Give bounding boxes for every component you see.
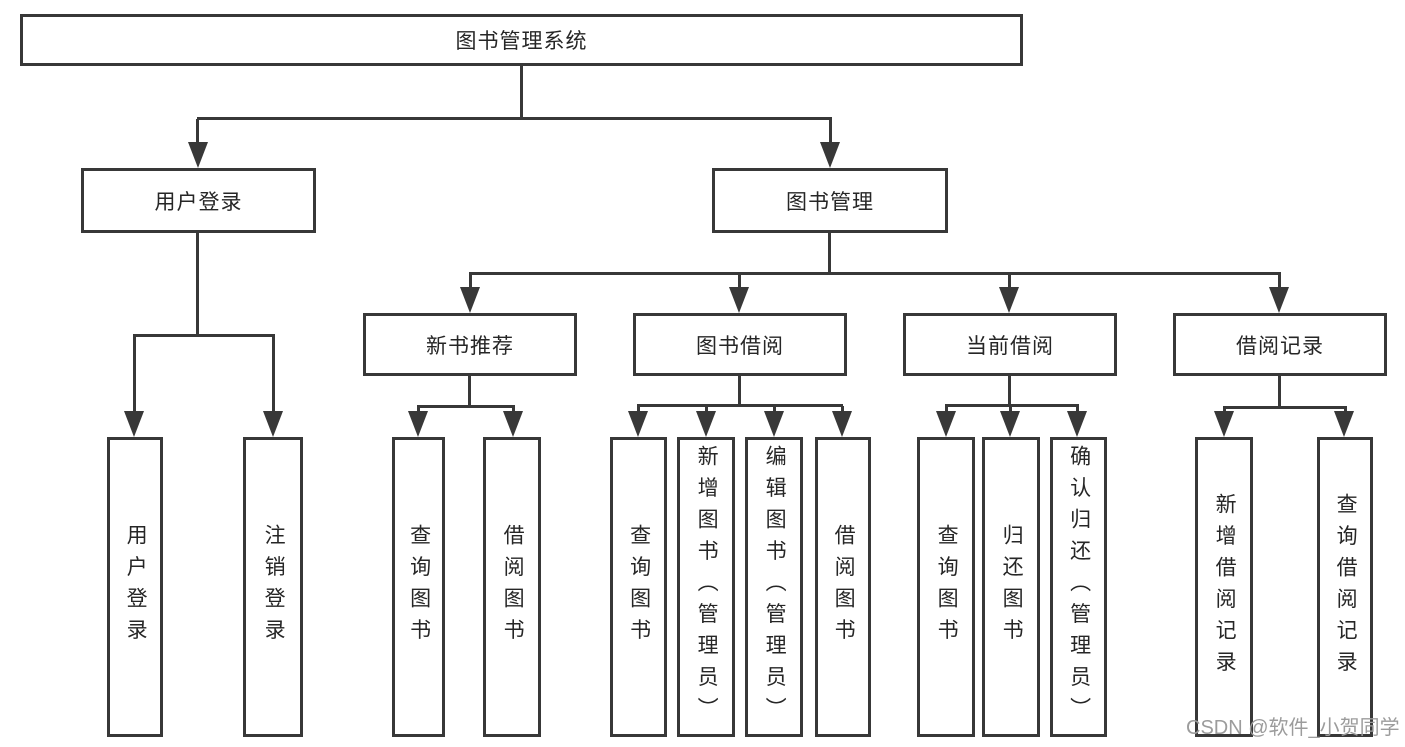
connector-line (1278, 376, 1281, 408)
node-current-borrowing: 当前借阅 (903, 313, 1117, 376)
node-label: 图书借阅 (696, 334, 784, 358)
connector-line (738, 376, 741, 407)
connector-line (196, 233, 199, 336)
leaf-cb-confirm-return-admin: 确认归还（管理员） (1050, 437, 1107, 737)
leaf-label: 编辑图书（管理员） (763, 445, 787, 729)
node-borrowing-records: 借阅记录 (1173, 313, 1387, 376)
leaf-label: 归还图书 (1000, 524, 1024, 650)
leaf-label: 借阅图书 (832, 524, 856, 650)
connector-line (1223, 408, 1226, 413)
connector-line (133, 334, 275, 337)
connector-line (1223, 406, 1347, 409)
arrowhead-down-icon (764, 411, 784, 437)
arrowhead-down-icon (832, 411, 852, 437)
arrowhead-down-icon (1067, 411, 1087, 437)
arrowhead-down-icon (936, 411, 956, 437)
arrowhead-down-icon (729, 287, 749, 313)
leaf-nb-query-books: 查询图书 (392, 437, 445, 737)
arrowhead-down-icon (1000, 411, 1020, 437)
connector-line (841, 406, 844, 413)
connector-line (512, 407, 515, 413)
leaf-cb-return-books: 归还图书 (982, 437, 1040, 737)
leaf-cb-query-books: 查询图书 (917, 437, 975, 737)
connector-line (738, 274, 741, 288)
node-user-login: 用户登录 (81, 168, 316, 233)
node-label: 用户登录 (154, 190, 243, 214)
leaf-logout: 注销登录 (243, 437, 303, 737)
leaf-bb-edit-books-admin: 编辑图书（管理员） (745, 437, 803, 737)
node-library-management-system: 图书管理系统 (20, 14, 1023, 66)
connector-line (1076, 406, 1079, 413)
node-label: 图书管理 (786, 190, 874, 214)
leaf-label: 查询图书 (407, 524, 431, 650)
connector-line (520, 66, 523, 119)
leaf-label: 查询图书 (935, 524, 959, 650)
connector-line (945, 404, 1079, 407)
connector-line (1008, 376, 1011, 407)
arrowhead-down-icon (820, 142, 840, 168)
connector-line (1344, 408, 1347, 413)
arrowhead-down-icon (696, 411, 716, 437)
arrowhead-down-icon (188, 142, 208, 168)
leaf-label: 用户登录 (124, 524, 148, 650)
connector-line (133, 336, 136, 412)
leaf-label: 注销登录 (262, 524, 286, 650)
arrowhead-down-icon (263, 411, 283, 437)
connector-line (705, 406, 708, 413)
connector-line (272, 336, 275, 412)
node-book-management: 图书管理 (712, 168, 948, 233)
connector-line (828, 233, 831, 275)
connector-line (637, 404, 843, 407)
arrowhead-down-icon (1334, 411, 1354, 437)
arrowhead-down-icon (124, 411, 144, 437)
arrowhead-down-icon (503, 411, 523, 437)
connector-line (469, 272, 1281, 275)
connector-line (196, 119, 199, 144)
arrowhead-down-icon (1214, 411, 1234, 437)
connector-line (1009, 406, 1012, 413)
arrowhead-down-icon (460, 287, 480, 313)
node-label: 当前借阅 (966, 334, 1054, 358)
leaf-nb-borrow-books: 借阅图书 (483, 437, 541, 737)
connector-line (637, 406, 640, 413)
leaf-user-login: 用户登录 (107, 437, 163, 737)
node-new-book-recommendation: 新书推荐 (363, 313, 577, 376)
leaf-label: 查询图书 (627, 524, 651, 650)
arrowhead-down-icon (408, 411, 428, 437)
connector-line (945, 406, 948, 413)
watermark: CSDN @软件_小贺同学 (1186, 717, 1400, 739)
node-book-borrowing: 图书借阅 (633, 313, 847, 376)
leaf-br-add-borrow-record: 新增借阅记录 (1195, 437, 1253, 737)
connector-line (1008, 274, 1011, 288)
node-label: 图书管理系统 (455, 30, 588, 53)
connector-line (469, 274, 472, 288)
connector-line (197, 117, 832, 120)
node-label: 借阅记录 (1236, 334, 1324, 358)
arrowhead-down-icon (1269, 287, 1289, 313)
node-label: 新书推荐 (426, 334, 514, 358)
leaf-label: 新增图书（管理员） (695, 445, 719, 729)
connector-line (417, 407, 420, 413)
arrowhead-down-icon (628, 411, 648, 437)
connector-line (417, 405, 515, 408)
leaf-label: 借阅图书 (501, 524, 525, 650)
leaf-bb-add-books-admin: 新增图书（管理员） (677, 437, 735, 737)
connector-line (468, 376, 471, 407)
leaf-label: 查询借阅记录 (1334, 492, 1358, 682)
leaf-label: 确认归还（管理员） (1067, 445, 1091, 729)
connector-line (829, 119, 832, 144)
leaf-br-query-borrow-record: 查询借阅记录 (1317, 437, 1373, 737)
leaf-bb-query-books: 查询图书 (610, 437, 667, 737)
connector-line (773, 406, 776, 413)
leaf-label: 新增借阅记录 (1213, 492, 1237, 682)
connector-line (1278, 274, 1281, 288)
leaf-bb-borrow-books: 借阅图书 (815, 437, 871, 737)
arrowhead-down-icon (999, 287, 1019, 313)
